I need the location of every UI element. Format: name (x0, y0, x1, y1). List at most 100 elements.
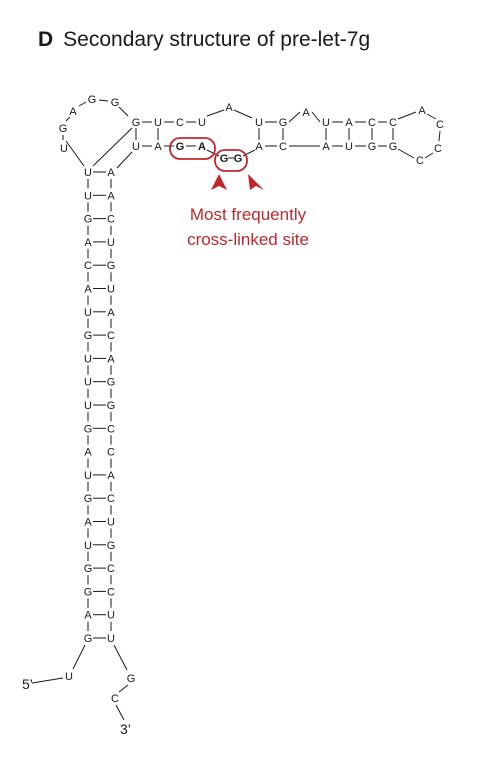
five-prime-label: 5’ (22, 676, 33, 692)
stem-left-base: G (84, 493, 93, 505)
stem-left-base: U (84, 377, 92, 389)
stem-left-base: U (84, 470, 92, 482)
top-strand-base: C (176, 117, 184, 129)
bulge-bottom-base: G (220, 153, 229, 165)
right-bottom-base: A (322, 141, 330, 153)
title-text: Secondary structure of pre-let-7g (63, 28, 371, 51)
backbone-link (397, 148, 415, 159)
stem-right-base: C (107, 493, 115, 505)
stem-left-base: G (84, 563, 93, 575)
stem-right-base: C (107, 586, 115, 598)
stem-left-base: G (84, 330, 93, 342)
stem-left-base: A (84, 610, 92, 622)
right-top-base: G (279, 117, 288, 129)
stem-right-base: C (107, 447, 115, 459)
figure-title: D Secondary structure of pre-let-7g (38, 28, 370, 52)
backbone-link (206, 109, 225, 117)
stem-left-base: U (84, 307, 92, 319)
loop-base: U (60, 143, 68, 155)
right-bottom-base: G (389, 141, 398, 153)
backbone-link (31, 677, 64, 684)
backbone-link (78, 101, 87, 107)
highlight-box (169, 137, 216, 160)
stem-right-base: G (107, 400, 116, 412)
stem-right-base: A (107, 307, 115, 319)
annotation-line-1: Most frequently (190, 205, 307, 224)
stem-right-base: G (107, 540, 116, 552)
hairpin-base: C (436, 119, 444, 131)
stem-left-base: U (84, 190, 92, 202)
stem-right-base: A (107, 470, 115, 482)
right-bottom-base: U (345, 141, 353, 153)
top-strand-base: U (198, 117, 206, 129)
tail-3-base: G (127, 673, 136, 685)
loop-base: A (69, 106, 77, 118)
loop-base: G (88, 94, 97, 106)
hairpin-base: A (418, 105, 426, 117)
right-bottom-base: G (368, 141, 377, 153)
stem-left-base: G (84, 586, 93, 598)
backbone-link (65, 140, 85, 167)
annotation-line-2: cross-linked site (187, 230, 309, 249)
stem-left-base: A (84, 447, 92, 459)
backbone-link (113, 644, 128, 671)
stem-right-base: G (107, 260, 116, 272)
right-top-base: A (302, 107, 310, 119)
stem-right-base: U (107, 517, 115, 529)
backbone-link (116, 151, 133, 169)
right-bottom-base: A (255, 141, 263, 153)
top-strand-base: G (132, 117, 141, 129)
stem-left-base: C (84, 260, 92, 272)
three-prime-label: 3’ (120, 721, 131, 737)
arrowhead-left (211, 174, 227, 190)
stem-right-base: C (107, 214, 115, 226)
loop-base: G (111, 97, 120, 109)
stem-right-base: U (107, 237, 115, 249)
panel-letter: D (38, 28, 54, 51)
stem-right-base: U (107, 633, 115, 645)
stem-right-base: A (107, 190, 115, 202)
stem-left-base: U (84, 400, 92, 412)
stem-left-base: A (84, 237, 92, 249)
stem-left-base: U (84, 353, 92, 365)
backbone-link (288, 111, 301, 123)
loop-base: G (59, 123, 68, 135)
backbone-link (92, 127, 133, 167)
hairpin-base: C (434, 143, 442, 155)
stem-left-base: A (84, 517, 92, 529)
stem-left-base: U (84, 167, 92, 179)
stem-right-base: C (107, 423, 115, 435)
right-top-base: A (345, 117, 353, 129)
backbone-link (98, 99, 109, 102)
right-top-base: C (368, 117, 376, 129)
tail-3-base: C (111, 693, 119, 705)
bulge-bottom-base: G (234, 153, 243, 165)
stem-left-base: G (84, 423, 93, 435)
backbone-link (118, 106, 129, 117)
backbone-link (65, 116, 71, 122)
stem-right-base: U (107, 610, 115, 622)
top-strand-base: U (154, 117, 162, 129)
bottom-strand-base: U (132, 141, 140, 153)
backbone-link (118, 684, 129, 693)
backbone-link (397, 111, 417, 120)
stem-left-base: G (84, 214, 93, 226)
tail-5-base: U (65, 671, 73, 683)
backbone-link (115, 704, 125, 721)
bottom-strand-base: A (154, 141, 162, 153)
bottom-strand-base: A (198, 141, 206, 153)
backbone-link (311, 111, 321, 123)
stem-left-base: G (84, 633, 93, 645)
backbone-link (424, 152, 434, 159)
bulge-top-base: A (225, 102, 233, 114)
stem-right-base: A (107, 167, 115, 179)
stem-right-base: C (107, 330, 115, 342)
right-bottom-base: C (279, 141, 287, 153)
backbone-link (72, 644, 86, 670)
right-top-base: C (389, 117, 397, 129)
backbone-link (426, 113, 437, 120)
highlight-box-bulge (214, 149, 248, 172)
arrowhead-right (248, 174, 264, 190)
